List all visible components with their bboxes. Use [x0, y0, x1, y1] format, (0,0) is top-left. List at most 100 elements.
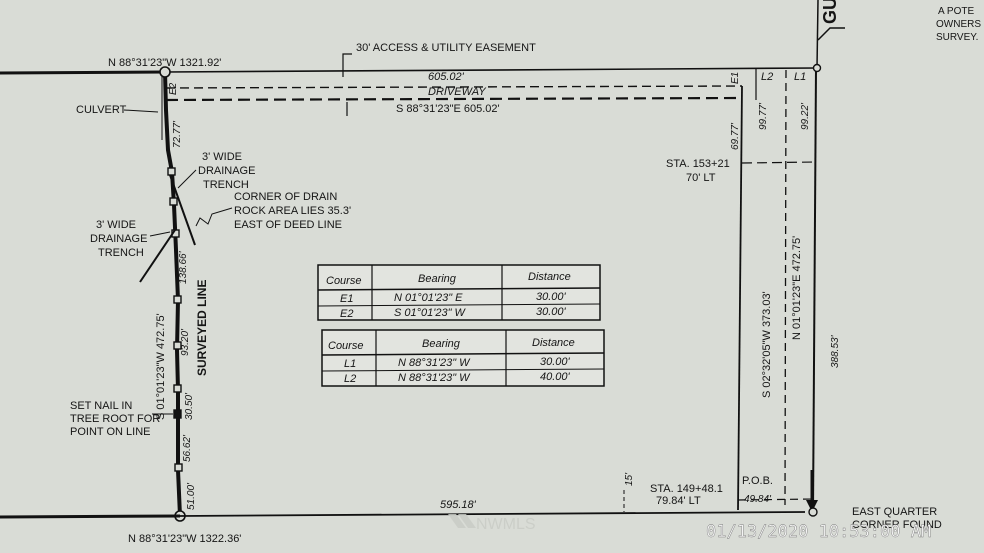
set-nail-line-2: TREE ROOT FOR [70, 413, 160, 425]
table-e-row1-bearing: N 01°01'23" E [394, 292, 463, 304]
culvert-leader [123, 109, 159, 113]
corner-text-line-1: A POTE [938, 6, 974, 17]
watermark-text: NWMLS [476, 516, 536, 533]
table-e-header-course: Course [326, 275, 361, 287]
nwmls-watermark: NWMLS [448, 514, 536, 533]
west-marker-nail [173, 409, 182, 419]
distance-15: 15' [624, 472, 635, 486]
table-e-header-distance: Distance [528, 271, 571, 283]
distance-93-20: 93.20' [180, 328, 191, 356]
set-nail-line-3: POINT ON LINE [70, 426, 150, 438]
distance-30-50: 30.50' [184, 392, 195, 420]
station-lower-line-2: 79.84' LT [656, 495, 701, 507]
table-e-row2-bearing: S 01°01'23" W [394, 307, 467, 319]
west-marker-7 [174, 463, 183, 472]
west-surveyed-line [163, 71, 182, 517]
distance-99-22: 99.22' [800, 102, 811, 130]
e2-label: E2 [168, 82, 179, 95]
west-marker-6 [173, 384, 182, 393]
corner-text-line-3: SURVEY. [936, 32, 978, 43]
table-e-header-bearing: Bearing [418, 273, 457, 285]
drainage-trench-upper [169, 174, 196, 246]
table-l-row1-bearing: N 88°31'23" W [398, 357, 471, 369]
east-quarter-corner [808, 507, 818, 517]
west-marker-4 [173, 295, 182, 304]
e1-label: E1 [730, 72, 741, 84]
northeast-corner [812, 63, 822, 73]
east-outer-bearing-label: N 01°01'23"E 472.75' [791, 236, 803, 340]
east-section-line [812, 67, 817, 513]
corner-text-line-2: OWNERS [936, 19, 981, 30]
trench-right-line-2: DRAINAGE [198, 165, 255, 177]
table-l-header-course: Course [328, 340, 363, 352]
table-e-row2-course: E2 [340, 308, 353, 320]
west-marker-5 [173, 341, 182, 350]
distance-69-77: 69.77' [730, 122, 741, 150]
station-upper-line-2: 70' LT [686, 172, 716, 184]
table-l-header-bearing: Bearing [422, 338, 461, 350]
trench-left-line-3: TRENCH [98, 247, 144, 259]
station-lower-line-1: STA. 149+48.1 [650, 483, 723, 495]
table-e-row1-course: E1 [340, 293, 353, 305]
distance-56-62: 56.62' [182, 434, 193, 462]
table-l-row2-bearing: N 88°31'23" W [398, 372, 471, 384]
trench-left-line-1: 3' WIDE [96, 219, 136, 231]
easement-line-lower [165, 96, 743, 102]
corner-drain-line-3: EAST OF DEED LINE [234, 219, 342, 231]
table-l-row1-course: L1 [344, 358, 356, 370]
surveyed-line-label: SURVEYED LINE [195, 280, 209, 376]
corner-drain-line-1: CORNER OF DRAIN [234, 191, 337, 203]
north-section-line [0, 70, 166, 75]
top-distance-label: 605.02' [428, 71, 465, 83]
distance-49-84: 49.84' [744, 494, 772, 505]
trench-left-line-2: DRAINAGE [90, 233, 147, 245]
table-l-row1-distance: 30.00' [540, 356, 571, 368]
west-bearing-label: S 01°01'23"W 472.75' [155, 313, 167, 420]
south-section-line [0, 514, 181, 519]
south-bearing-label: N 88°31'23"W 1322.36' [128, 533, 241, 545]
corner-text-gu: GU [820, 0, 840, 24]
corner-found-label: CORNER FOUND [852, 519, 942, 531]
pob-arrowhead [806, 500, 818, 512]
culvert-label: CULVERT [76, 104, 127, 116]
west-marker-1 [167, 167, 176, 176]
trench-left-leader [149, 231, 171, 237]
course-table-e: Course Bearing Distance E1 N 01°01'23" E… [317, 264, 601, 321]
table-l-row2-course: L2 [344, 373, 356, 385]
south-boundary-line [179, 511, 806, 517]
north-bearing-label: N 88°31'23"W 1321.92' [108, 57, 221, 69]
trench-right-line-1: 3' WIDE [202, 151, 242, 163]
trench-right-line-3: TRENCH [203, 179, 249, 191]
distance-388-53: 388.53' [830, 334, 841, 368]
distance-99-77: 99.77' [758, 102, 769, 130]
l2-label: L2 [761, 71, 773, 83]
easement-leader [342, 53, 352, 77]
photo-timestamp: 01/13/2020 10:53:00 AM [706, 522, 931, 542]
drainage-trench-lower [139, 229, 176, 283]
table-l-row2-distance: 40.00' [540, 371, 571, 383]
easement-label: 30' ACCESS & UTILITY EASEMENT [356, 42, 536, 54]
driveway-label: DRIVEWAY [428, 86, 486, 98]
east-upper-line [816, 0, 819, 69]
east-inner-bearing-label: S 02°32'05"W 373.03' [761, 291, 773, 398]
top-right-hook [817, 27, 845, 41]
pob-label: P.O.B. [742, 475, 773, 487]
east-dashed-line [784, 69, 787, 506]
set-nail-line-1: SET NAIL IN [70, 400, 132, 412]
trench-right-leader [177, 169, 197, 189]
distance-51-00: 51.00' [186, 482, 197, 510]
station-upper-line-1: STA. 153+21 [666, 158, 730, 170]
l1-label: L1 [794, 71, 806, 83]
west-marker-2 [169, 197, 178, 206]
easement-line-upper [165, 85, 743, 89]
table-l-header-distance: Distance [532, 337, 575, 349]
east-inner-line [737, 85, 743, 511]
table-e-row2-distance: 30.00' [536, 306, 567, 318]
nwmls-logo-icon [448, 514, 466, 528]
station-tie-upper [741, 161, 818, 164]
drain-rock-leader [195, 207, 233, 227]
distance-138-66: 138.66' [178, 250, 189, 284]
corner-drain-line-2: ROCK AREA LIES 35.3' [234, 205, 351, 217]
north-boundary-line [164, 67, 819, 73]
